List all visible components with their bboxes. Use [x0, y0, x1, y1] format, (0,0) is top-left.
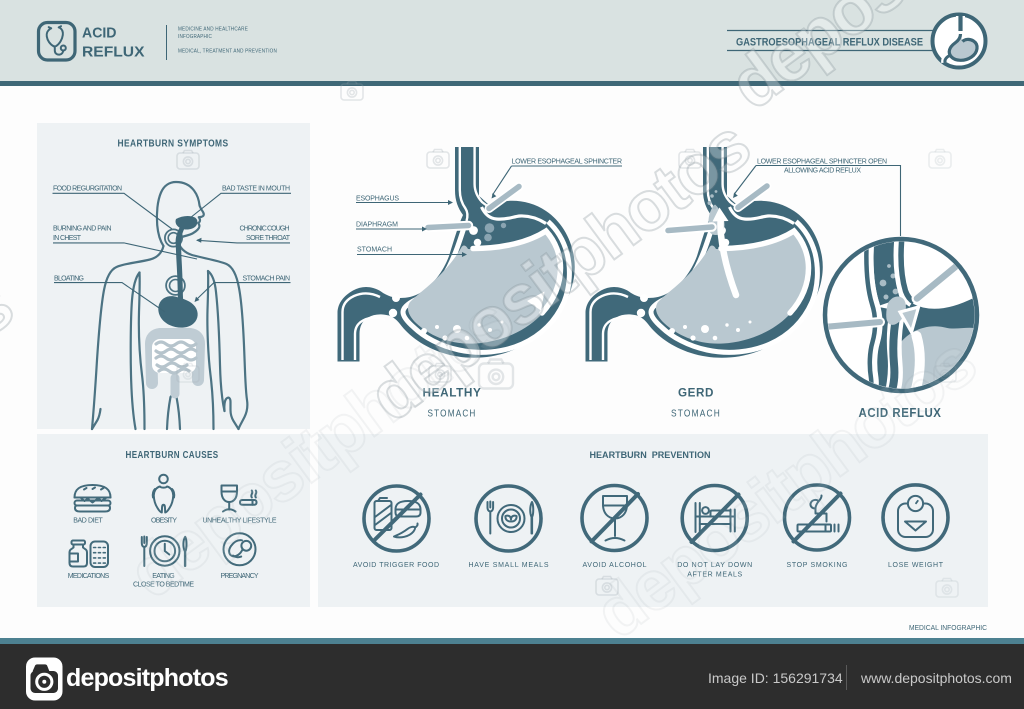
svg-text:FOOD REGURGITATION: FOOD REGURGITATION — [53, 186, 122, 193]
svg-text:HEARTBURN PREVENTION: HEARTBURN PREVENTION — [590, 450, 711, 461]
svg-text:AVOID ALCOHOL: AVOID ALCOHOL — [583, 562, 647, 569]
svg-text:ACID REFLUX: ACID REFLUX — [859, 406, 942, 420]
svg-text:DO NOT LAY DOWN: DO NOT LAY DOWN — [677, 562, 752, 569]
svg-text:ACID: ACID — [82, 25, 117, 42]
svg-text:PREGNANCY: PREGNANCY — [221, 573, 259, 580]
svg-text:HEARTBURN CAUSES: HEARTBURN CAUSES — [126, 449, 219, 461]
svg-text:MEDICATIONS: MEDICATIONS — [68, 573, 110, 580]
svg-text:HEALTHY: HEALTHY — [423, 386, 482, 400]
svg-text:EATING: EATING — [152, 573, 175, 580]
svg-text:BURNING AND PAIN: BURNING AND PAIN — [53, 226, 112, 233]
svg-text:BLOATING: BLOATING — [54, 276, 84, 283]
svg-text:STOMACH: STOMACH — [357, 247, 392, 254]
svg-text:depositphotos: depositphotos — [0, 267, 26, 598]
svg-text:INFOGRAPHIC: INFOGRAPHIC — [178, 34, 212, 40]
svg-text:MEDICAL INFOGRAPHIC: MEDICAL INFOGRAPHIC — [909, 625, 987, 632]
svg-text:SORE THROAT: SORE THROAT — [246, 235, 291, 242]
svg-text:STOMACH PAIN: STOMACH PAIN — [243, 276, 291, 283]
svg-text:MEDICINE AND HEALTHCARE: MEDICINE AND HEALTHCARE — [178, 27, 248, 33]
svg-text:AFTER MEALS: AFTER MEALS — [687, 572, 742, 579]
svg-text:REFLUX: REFLUX — [82, 44, 145, 61]
svg-text:CLOSE TO BEDTIME: CLOSE TO BEDTIME — [133, 582, 194, 589]
svg-text:IN CHEST: IN CHEST — [53, 235, 82, 242]
svg-text:DIAPHRAGM: DIAPHRAGM — [356, 222, 398, 229]
svg-text:HAVE SMALL MEALS: HAVE SMALL MEALS — [469, 562, 549, 569]
svg-text:HEARTBURN SYMPTOMS: HEARTBURN SYMPTOMS — [118, 138, 229, 150]
svg-text:ALLOWING ACID REFLUX: ALLOWING ACID REFLUX — [784, 168, 861, 175]
svg-text:UNHEALTHY LIFESTYLE: UNHEALTHY LIFESTYLE — [203, 518, 277, 525]
svg-text:MEDICAL, TREATMENT AND PREVENT: MEDICAL, TREATMENT AND PREVENTION — [178, 49, 277, 55]
svg-text:OBESITY: OBESITY — [151, 518, 177, 525]
svg-text:LOWER ESOPHAGEAL SPHINCTER OPE: LOWER ESOPHAGEAL SPHINCTER OPEN — [757, 159, 887, 166]
svg-text:STOMACH: STOMACH — [428, 408, 477, 420]
svg-text:CHRONIC COUGH: CHRONIC COUGH — [240, 226, 290, 233]
svg-text:BAD TASTE IN MOUTH: BAD TASTE IN MOUTH — [222, 186, 290, 193]
svg-text:GASTROESOPHAGEAL REFLUX DISEAS: GASTROESOPHAGEAL REFLUX DISEASE — [736, 37, 923, 49]
svg-text:AVOID TRIGGER FOOD: AVOID TRIGGER FOOD — [353, 562, 439, 569]
svg-text:GERD: GERD — [678, 386, 714, 400]
svg-text:LOWER ESOPHAGEAL SPHINCTER: LOWER ESOPHAGEAL SPHINCTER — [512, 159, 623, 166]
svg-text:STOP SMOKING: STOP SMOKING — [787, 562, 848, 569]
svg-text:ESOPHAGUS: ESOPHAGUS — [356, 196, 399, 203]
svg-text:STOMACH: STOMACH — [671, 408, 721, 420]
svg-text:LOSE WEIGHT: LOSE WEIGHT — [888, 562, 944, 569]
svg-text:BAD DIET: BAD DIET — [73, 518, 103, 525]
